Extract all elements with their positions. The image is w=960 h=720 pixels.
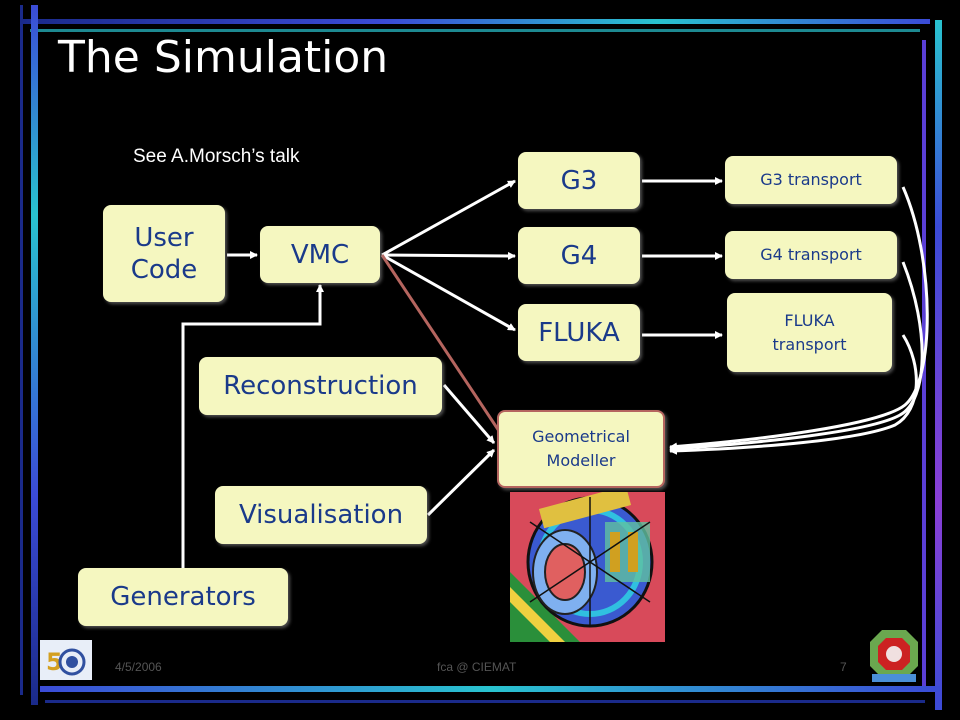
- geometrical-modeller-box: Geometrical Modeller: [497, 410, 665, 488]
- frame-left-bar: [31, 5, 38, 705]
- slide-title: The Simulation: [58, 32, 389, 83]
- visualisation-box: Visualisation: [215, 486, 427, 544]
- arrow-g4transport-geo: [669, 261, 924, 453]
- link-vmc-geo: [380, 254, 507, 441]
- cern-50-logo: 5: [40, 640, 92, 680]
- arrow-vmc-fluka: [381, 253, 516, 332]
- arrow-vmc-g4: [381, 251, 516, 260]
- arrow-reconstruction-geo: [442, 384, 496, 444]
- frame-left-bar-inner: [20, 5, 23, 695]
- svg-text:5: 5: [46, 648, 63, 676]
- g4-transport-box: G4 transport: [725, 231, 897, 279]
- vmc-box: VMC: [260, 226, 380, 283]
- footer-page-number: 7: [840, 660, 847, 674]
- generators-box: Generators: [78, 568, 288, 626]
- g3-transport-box: G3 transport: [725, 156, 897, 204]
- g4-box: G4: [518, 227, 640, 284]
- alice-logo: [870, 630, 918, 682]
- footer-date: 4/5/2006: [115, 660, 162, 674]
- user-code-box: User Code: [103, 205, 225, 302]
- frame-right-bar: [935, 20, 942, 710]
- fluka-box: FLUKA: [518, 304, 640, 361]
- arrow-vmc-g3: [381, 179, 516, 257]
- fluka-transport-box: FLUKA transport: [727, 293, 892, 372]
- detector-image: [510, 492, 665, 642]
- reconstruction-box: Reconstruction: [199, 357, 442, 415]
- arrow-g3transport-geo: [669, 186, 929, 451]
- reference-note: See A.Morsch’s talk: [133, 146, 300, 167]
- footer-author: fca @ CIEMAT: [437, 660, 517, 674]
- frame-top-bar-inner: [30, 29, 920, 32]
- g3-box: G3: [518, 152, 640, 209]
- frame-bottom-bar: [40, 686, 940, 692]
- arrow-visualisation-geo: [426, 448, 496, 517]
- frame-bottom-bar-inner: [45, 700, 925, 703]
- arrow-flukatransport-geo: [669, 334, 918, 455]
- arrow-generators-vmc: [181, 284, 324, 568]
- frame-top-bar: [20, 19, 930, 24]
